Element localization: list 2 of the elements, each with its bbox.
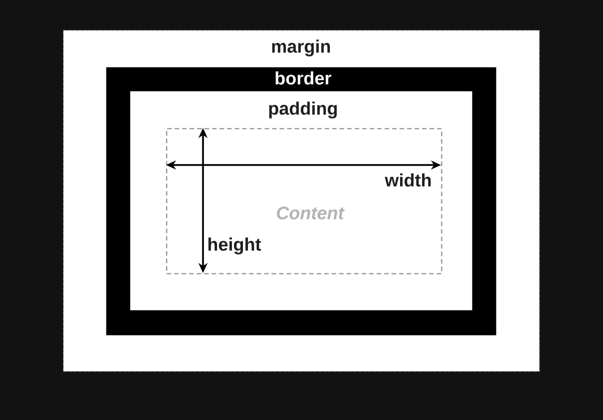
dimension-label: height [208, 238, 261, 254]
dimension-label: width [384, 173, 431, 187]
